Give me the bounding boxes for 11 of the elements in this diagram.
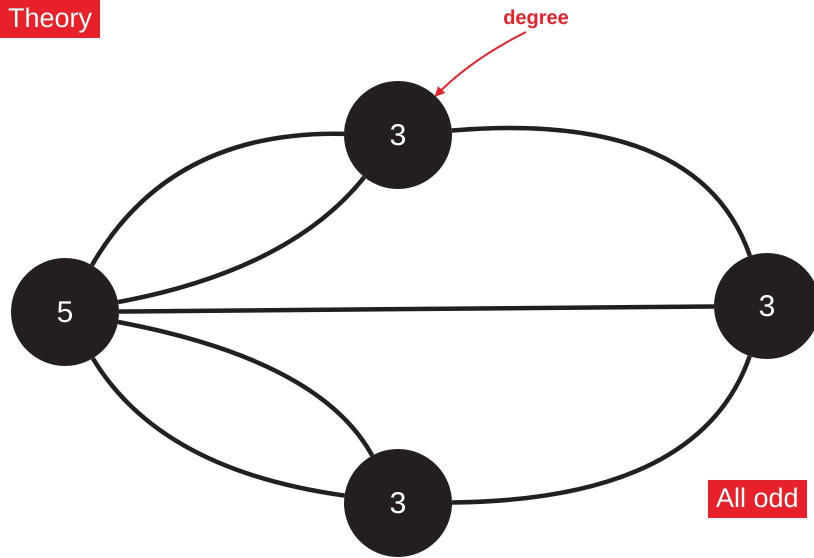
graph-edge — [452, 355, 752, 505]
leader-arrow — [434, 31, 526, 97]
graph-edge — [118, 176, 366, 304]
title-tag: Theory — [0, 0, 100, 38]
annotation-text: degree — [492, 4, 580, 32]
graph-edge — [452, 126, 752, 257]
graph-edge — [118, 304, 714, 314]
graph-edge — [90, 132, 344, 266]
graph-edge — [90, 357, 345, 498]
title-tag: All odd — [708, 480, 807, 518]
graph-edge — [118, 320, 374, 457]
